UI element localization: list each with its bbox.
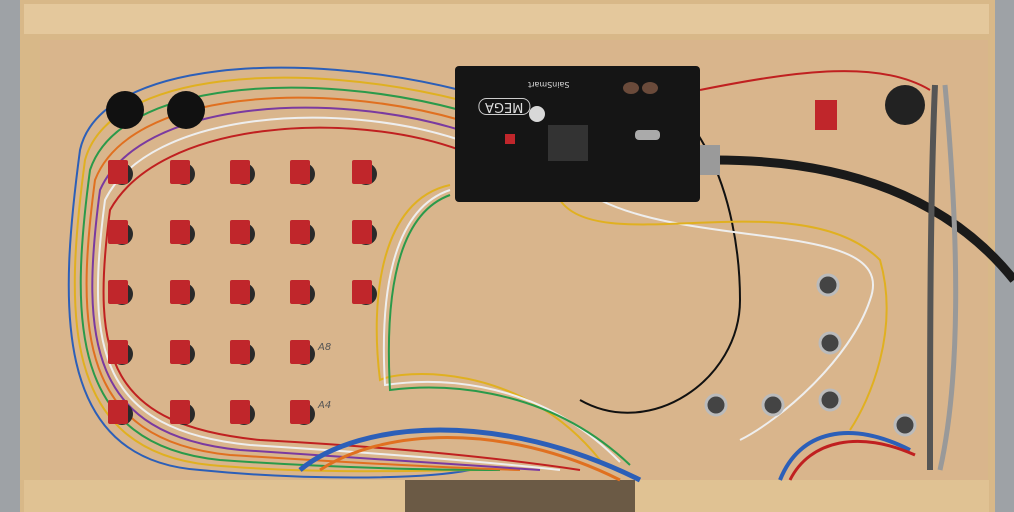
reset-button[interactable] <box>505 134 515 144</box>
metal-push-button[interactable] <box>761 393 785 417</box>
black-connector <box>106 91 144 129</box>
arcade-button-switch[interactable] <box>290 220 310 244</box>
arcade-button-switch[interactable] <box>230 340 250 364</box>
arcade-button-switch[interactable] <box>108 280 128 304</box>
arcade-button-switch[interactable] <box>170 280 190 304</box>
button-grid <box>108 160 377 425</box>
arcade-button-switch[interactable] <box>290 340 310 364</box>
wires <box>67 66 931 483</box>
power-jack <box>885 85 925 125</box>
arcade-button-switch[interactable] <box>230 400 250 424</box>
arcade-button-switch[interactable] <box>170 340 190 364</box>
capacitor <box>642 82 658 94</box>
power-switch[interactable] <box>815 100 837 130</box>
usb-cable <box>714 155 1014 283</box>
arcade-button-switch[interactable] <box>230 160 250 184</box>
board-name-label: MEGA <box>478 98 531 115</box>
arcade-button-switch[interactable] <box>170 160 190 184</box>
metal-push-button[interactable] <box>893 413 917 437</box>
microcontroller-chip <box>548 125 588 161</box>
frame-top <box>24 4 989 34</box>
board-logo <box>529 106 545 122</box>
arcade-button-switch[interactable] <box>108 160 128 184</box>
power-cable <box>927 84 938 471</box>
arcade-button-switch[interactable] <box>108 400 128 424</box>
arcade-button-switch[interactable] <box>230 220 250 244</box>
arcade-button-switch[interactable] <box>352 280 372 304</box>
board-brand-label: SainSmart <box>528 80 570 89</box>
arcade-button-switch[interactable] <box>352 160 372 184</box>
arcade-button-switch[interactable] <box>352 220 372 244</box>
arcade-button-switch[interactable] <box>230 280 250 304</box>
metal-button-group <box>704 273 917 437</box>
arcade-button-switch[interactable] <box>108 340 128 364</box>
handwritten-label: A8 <box>318 342 332 353</box>
arcade-button-switch[interactable] <box>170 220 190 244</box>
handwritten-label: A4 <box>318 400 332 411</box>
metal-push-button[interactable] <box>704 393 728 417</box>
metal-push-button[interactable] <box>816 273 840 297</box>
metal-push-button[interactable] <box>818 331 842 355</box>
bottom-connector-slot <box>405 480 635 512</box>
capacitor <box>623 82 639 94</box>
arcade-button-switch[interactable] <box>290 400 310 424</box>
grey-cable <box>937 84 959 471</box>
arcade-button-switch[interactable] <box>170 400 190 424</box>
black-connector <box>167 91 205 129</box>
metal-push-button[interactable] <box>818 388 842 412</box>
crystal <box>635 130 660 140</box>
arcade-button-switch[interactable] <box>290 160 310 184</box>
arcade-button-switch[interactable] <box>290 280 310 304</box>
arcade-button-switch[interactable] <box>108 220 128 244</box>
